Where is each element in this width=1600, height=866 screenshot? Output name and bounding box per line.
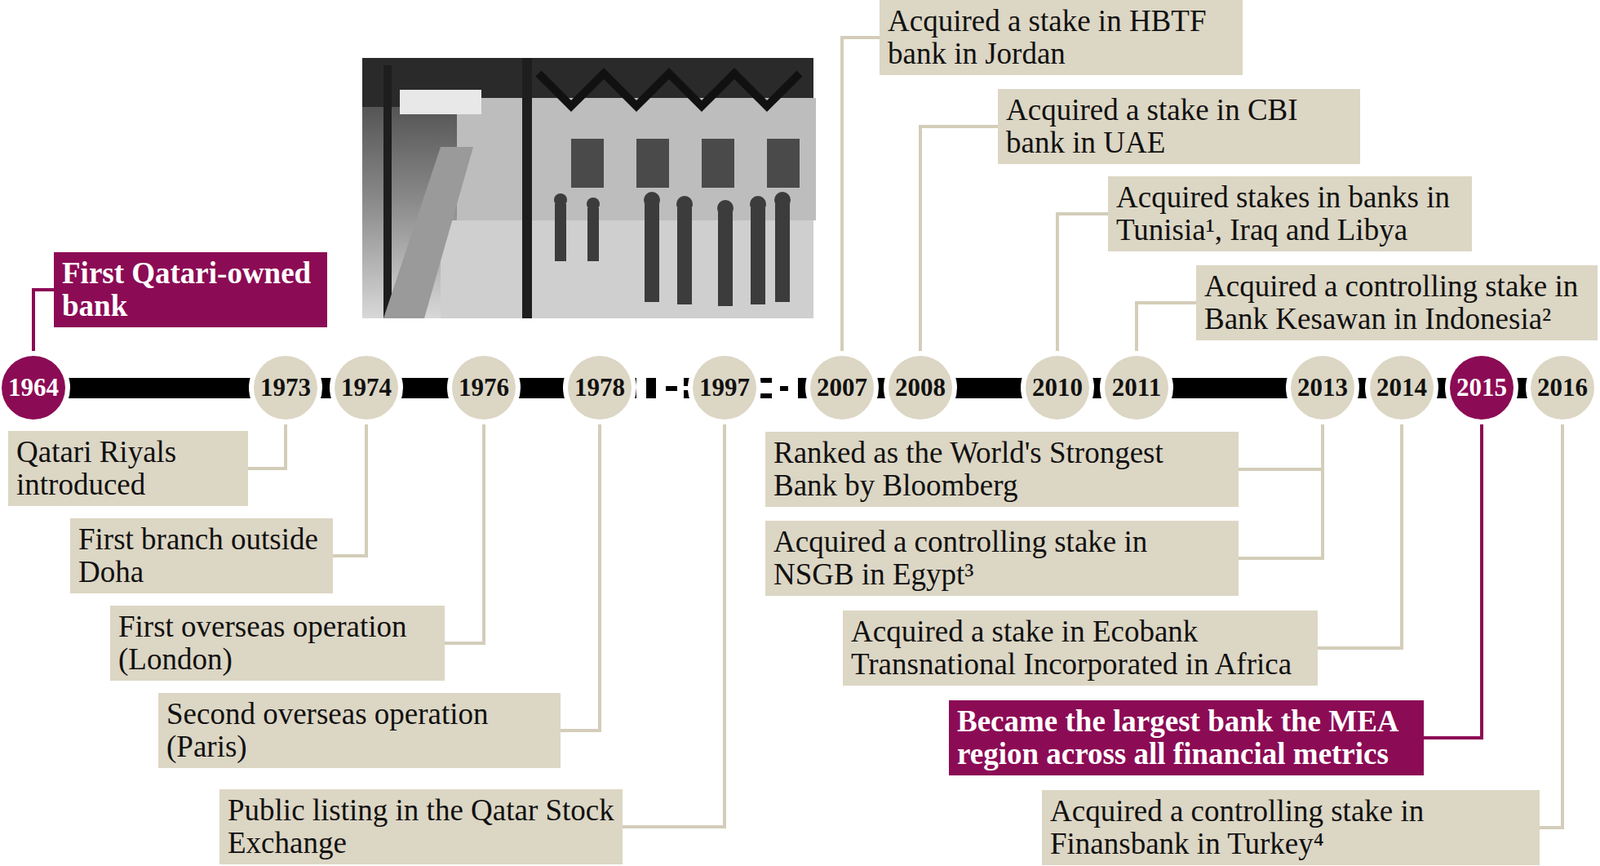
historic-photo bbox=[362, 57, 816, 319]
year-circle: 1976 bbox=[452, 355, 516, 420]
leader-line bbox=[1423, 419, 1482, 738]
year-label: 1964 bbox=[8, 372, 59, 403]
year-circle: 2013 bbox=[1290, 355, 1355, 420]
leader-line bbox=[622, 419, 725, 827]
event-box: Acquired a stake in Ecobank Transnationa… bbox=[842, 610, 1318, 686]
year-circle: 2010 bbox=[1025, 355, 1090, 420]
year-label: 1974 bbox=[341, 372, 392, 403]
event-box: Acquired a controlling stake in Finansba… bbox=[1041, 789, 1540, 865]
year-circle: 2014 bbox=[1369, 355, 1434, 420]
event-box: Acquired stakes in banks in Tunisia¹, Ir… bbox=[1108, 176, 1472, 252]
leader-line bbox=[1539, 419, 1563, 828]
event-text: First overseas operation (London) bbox=[118, 610, 437, 676]
event-box: Acquired a controlling stake in Bank Kes… bbox=[1196, 265, 1598, 341]
event-text: Acquired a stake in CBI bank in UAE bbox=[1006, 93, 1352, 160]
event-text: Became the largest bank the MEA region a… bbox=[957, 704, 1416, 771]
leader-line bbox=[920, 126, 998, 356]
year-label: 2014 bbox=[1376, 372, 1428, 403]
event-text: Acquired a stake in HBTF bank in Jordan bbox=[887, 4, 1235, 71]
event-box: Public listing in the Qatar Stock Exchan… bbox=[219, 788, 623, 865]
year-circle: 2015 bbox=[1449, 355, 1514, 420]
leader-line bbox=[444, 419, 484, 643]
year-circle: 2008 bbox=[888, 355, 953, 420]
year-label: 2015 bbox=[1456, 372, 1507, 403]
event-text: Ranked as the World's Strongest Bank by … bbox=[773, 436, 1231, 502]
year-circle: 2016 bbox=[1530, 355, 1595, 420]
event-box: Acquired a stake in CBI bank in UAE bbox=[997, 88, 1361, 164]
leader-line bbox=[1317, 419, 1402, 648]
bar-break bbox=[665, 385, 678, 391]
event-text: First branch outside Doha bbox=[78, 522, 325, 589]
bar-break bbox=[760, 377, 772, 383]
event-text: Second overseas operation (Paris) bbox=[166, 697, 553, 763]
leader-line bbox=[1136, 302, 1197, 356]
leader-line bbox=[560, 419, 600, 731]
year-circle: 1978 bbox=[567, 355, 632, 420]
year-label: 1997 bbox=[699, 372, 750, 403]
event-text: Acquired a controlling stake in Finansba… bbox=[1050, 794, 1532, 860]
event-box: Second overseas operation (Paris) bbox=[158, 692, 561, 768]
year-circle: 1973 bbox=[253, 355, 318, 420]
year-label: 1976 bbox=[458, 372, 510, 403]
year-circle: 1997 bbox=[692, 355, 757, 420]
leader-line bbox=[1238, 419, 1323, 559]
highlight-box: Became the largest bank the MEA region a… bbox=[948, 700, 1424, 776]
year-label: 2011 bbox=[1112, 372, 1162, 403]
year-label: 2013 bbox=[1297, 372, 1348, 403]
leader-line bbox=[332, 419, 367, 556]
bar-break bbox=[780, 385, 789, 391]
highlight-box: First Qatari-owned bank bbox=[53, 252, 328, 328]
event-text: First Qatari-owned bank bbox=[62, 257, 320, 323]
year-label: 2016 bbox=[1537, 372, 1588, 403]
year-circle: 2007 bbox=[810, 355, 874, 420]
bar-break bbox=[683, 377, 692, 386]
bar-break bbox=[646, 377, 656, 399]
event-box: Ranked as the World's Strongest Bank by … bbox=[765, 431, 1239, 507]
event-box: First overseas operation (London) bbox=[110, 605, 445, 681]
bar-break bbox=[683, 390, 692, 399]
leader-line bbox=[842, 37, 880, 356]
year-label: 2010 bbox=[1032, 372, 1083, 403]
leader-line bbox=[248, 419, 286, 469]
event-box: Qatari Riyals introduced bbox=[8, 430, 249, 506]
year-circle: 1964 bbox=[1, 355, 66, 420]
year-label: 2008 bbox=[895, 372, 946, 403]
year-circle: 2011 bbox=[1104, 355, 1169, 420]
event-text: Acquired a controlling stake in NSGB in … bbox=[773, 525, 1231, 591]
year-circle: 1974 bbox=[334, 355, 399, 420]
event-box: Acquired a controlling stake in NSGB in … bbox=[765, 520, 1239, 596]
leader-line bbox=[1238, 419, 1323, 470]
event-text: Public listing in the Qatar Stock Exchan… bbox=[227, 793, 615, 860]
event-box: First branch outside Doha bbox=[70, 518, 333, 594]
leader-line bbox=[33, 289, 54, 356]
bar-break bbox=[760, 393, 772, 399]
event-text: Acquired a stake in Ecobank Transnationa… bbox=[850, 615, 1310, 681]
year-label: 1978 bbox=[574, 372, 625, 403]
leader-line bbox=[1057, 213, 1109, 356]
event-text: Acquired stakes in banks in Tunisia¹, Ir… bbox=[1116, 181, 1464, 247]
event-box: Acquired a stake in HBTF bank in Jordan bbox=[879, 0, 1243, 76]
event-text: Acquired a controlling stake in Bank Kes… bbox=[1204, 270, 1590, 336]
year-label: 2007 bbox=[816, 372, 868, 403]
year-label: 1973 bbox=[260, 372, 311, 403]
event-text: Qatari Riyals introduced bbox=[16, 435, 240, 501]
